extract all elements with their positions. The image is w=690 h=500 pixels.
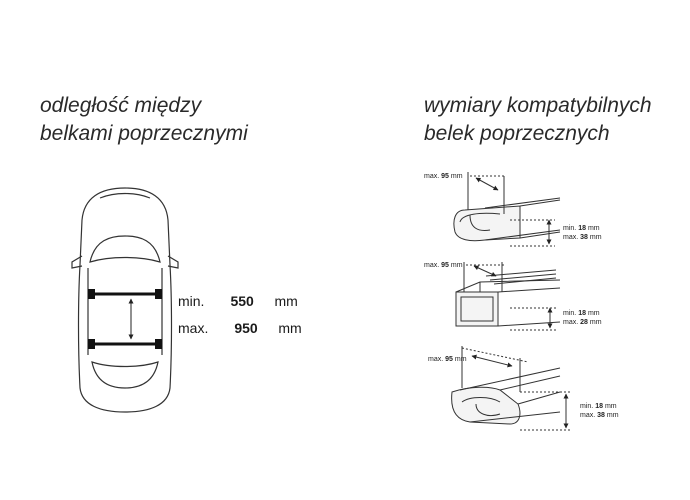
profile-2-width-unit: mm — [450, 262, 463, 269]
car-body-outline — [77, 187, 173, 413]
car-hood-line — [99, 192, 151, 199]
profile-1-width-value: 95 — [441, 173, 449, 180]
profile-3-width: max. 95 mm — [428, 356, 467, 364]
profile-2-hmin-value: 18 — [578, 310, 586, 317]
profile-1-width-label: max. — [424, 173, 440, 180]
profile-2-height-min: min. 18 mm — [563, 310, 600, 318]
crossbar-front — [88, 289, 162, 299]
profile-1-hmin-unit: mm — [587, 225, 600, 232]
crossbar-rear — [88, 339, 162, 349]
profile-3-width-value: 95 — [445, 356, 453, 363]
car-top-view — [71, 187, 179, 413]
car-rear-window — [91, 361, 159, 389]
right-heading-line-2: belek poprzecznych — [424, 122, 610, 145]
distance-max-unit: mm — [278, 320, 302, 336]
profile-1-height-min: min. 18 mm — [563, 225, 600, 233]
profile-3-width-unit: mm — [454, 356, 467, 363]
distance-min-unit: mm — [274, 293, 298, 309]
profile-2-width: max. 95 mm — [424, 262, 463, 270]
right-heading-line-1: wymiary kompatybilnych — [424, 94, 652, 117]
distance-min: min. 550 mm — [178, 293, 298, 309]
profile-2-hmax-value: 28 — [580, 319, 588, 326]
profile-wing-bar — [451, 346, 572, 431]
right-heading: wymiary kompatybilnych belek poprzecznyc… — [424, 92, 652, 148]
profile-3-hmin-label: min. — [580, 403, 594, 410]
car-mirror-left — [71, 255, 83, 269]
left-heading-line-1: odległość między — [40, 94, 202, 117]
distance-max: max. 950 mm — [178, 320, 302, 336]
profile-1-hmin-label: min. — [563, 225, 577, 232]
profile-3-hmin-value: 18 — [595, 403, 603, 410]
profile-2-width-label: max. — [424, 262, 440, 269]
profile-1-width-unit: mm — [450, 173, 463, 180]
profile-3-hmax-unit: mm — [606, 412, 619, 419]
profile-2-width-value: 95 — [441, 262, 449, 269]
car-windshield — [89, 235, 161, 263]
profile-1-height-max: max. 38 mm — [563, 234, 602, 242]
distance-min-value: 550 — [230, 293, 254, 309]
profile-1-hmax-label: max. — [563, 234, 579, 241]
profile-3-hmin-unit: mm — [604, 403, 617, 410]
car-mirror-right — [167, 255, 179, 269]
profile-2-hmin-label: min. — [563, 310, 577, 317]
left-heading: odległość między belkami poprzecznymi — [40, 92, 248, 148]
profile-aero-bar — [453, 172, 561, 247]
profile-2-hmax-unit: mm — [589, 319, 602, 326]
profile-3-hmax-value: 38 — [597, 412, 605, 419]
profile-3-height-max: max. 38 mm — [580, 412, 619, 420]
profile-3-height-min: min. 18 mm — [580, 403, 617, 411]
profile-2-hmin-unit: mm — [587, 310, 600, 317]
profile-square-bar — [455, 262, 561, 331]
profile-2-height-max: max. 28 mm — [563, 319, 602, 327]
left-heading-line-2: belkami poprzecznymi — [40, 122, 248, 145]
distance-min-label: min. — [178, 293, 205, 309]
distance-max-value: 950 — [234, 320, 258, 336]
profile-1-hmax-unit: mm — [589, 234, 602, 241]
profile-3-width-label: max. — [428, 356, 444, 363]
profile-1-width: max. 95 mm — [424, 173, 463, 181]
profile-3-hmax-label: max. — [580, 412, 596, 419]
distance-max-label: max. — [178, 320, 209, 336]
profile-1-hmin-value: 18 — [578, 225, 586, 232]
profile-1-hmax-value: 38 — [580, 234, 588, 241]
profile-2-hmax-label: max. — [563, 319, 579, 326]
